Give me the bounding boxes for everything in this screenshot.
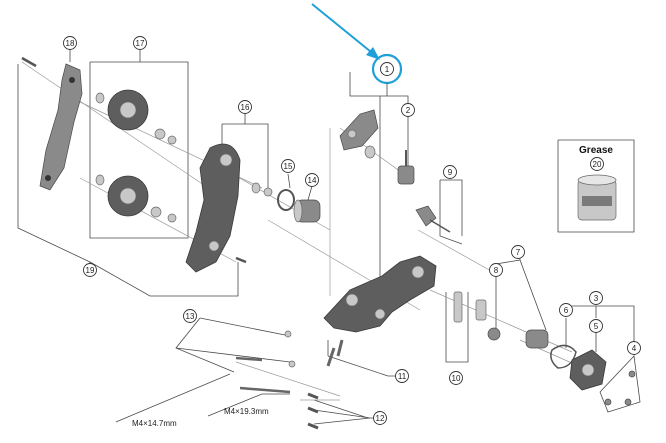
grease-title: Grease bbox=[579, 145, 613, 156]
svg-text:8: 8 bbox=[494, 266, 499, 275]
grease-can bbox=[577, 174, 617, 221]
svg-text:10: 10 bbox=[452, 374, 461, 383]
callout-1: 1 bbox=[380, 62, 394, 76]
part-4-screws bbox=[604, 370, 636, 406]
callout-20: 20 bbox=[590, 157, 604, 171]
part-11-pins bbox=[326, 339, 344, 367]
svg-text:5: 5 bbox=[594, 322, 599, 331]
callout-7: 7 bbox=[511, 245, 525, 259]
callout-9: 9 bbox=[443, 165, 457, 179]
callout-2: 2 bbox=[401, 103, 415, 117]
derailleur-body bbox=[323, 255, 437, 333]
svg-text:20: 20 bbox=[593, 160, 602, 169]
part-15-ring bbox=[277, 189, 295, 211]
callout-15: 15 bbox=[281, 159, 295, 173]
part-16-inner-plate bbox=[185, 143, 273, 273]
part-7-unit bbox=[525, 329, 549, 349]
part-5-cover bbox=[569, 349, 607, 391]
svg-text:4: 4 bbox=[632, 344, 637, 353]
callout-19: 19 bbox=[83, 263, 97, 277]
part-6-gasket bbox=[550, 344, 577, 369]
callout-11: 11 bbox=[395, 369, 409, 383]
svg-text:14: 14 bbox=[308, 176, 317, 185]
svg-text:15: 15 bbox=[284, 162, 293, 171]
svg-text:17: 17 bbox=[136, 39, 145, 48]
svg-text:7: 7 bbox=[516, 248, 521, 257]
svg-text:6: 6 bbox=[564, 306, 569, 315]
part-10-shaft bbox=[453, 291, 463, 323]
callout-17: 17 bbox=[133, 36, 147, 50]
callout-4: 4 bbox=[627, 341, 641, 355]
callout-6: 6 bbox=[559, 303, 573, 317]
part-2-bolt bbox=[397, 150, 415, 185]
callout-5: 5 bbox=[589, 319, 603, 333]
bolt-long-dimension: M4×19.3mm bbox=[224, 407, 269, 416]
callout-3: 3 bbox=[589, 291, 603, 305]
part-17-pulleys bbox=[95, 89, 177, 223]
part-18-outer-plate bbox=[21, 56, 83, 191]
svg-text:1: 1 bbox=[385, 65, 390, 74]
part-8-spring bbox=[475, 299, 501, 341]
bolt-short-dimension: M4×14.7mm bbox=[132, 419, 177, 428]
part-9-cable-fixing bbox=[415, 205, 451, 233]
part-1-link bbox=[339, 109, 379, 159]
part-13-bolts bbox=[235, 330, 296, 394]
svg-text:16: 16 bbox=[241, 103, 250, 112]
callout-12: 12 bbox=[373, 411, 387, 425]
svg-text:3: 3 bbox=[594, 294, 599, 303]
highlight-arrow bbox=[311, 3, 380, 60]
svg-text:2: 2 bbox=[406, 106, 411, 115]
callout-10: 10 bbox=[449, 371, 463, 385]
callout-16: 16 bbox=[238, 100, 252, 114]
svg-text:11: 11 bbox=[398, 372, 407, 381]
svg-text:19: 19 bbox=[86, 266, 95, 275]
svg-text:9: 9 bbox=[448, 168, 453, 177]
callout-18: 18 bbox=[63, 36, 77, 50]
svg-text:13: 13 bbox=[186, 312, 195, 321]
alignment-lines bbox=[21, 61, 593, 401]
part-12-screws bbox=[307, 392, 319, 430]
svg-text:12: 12 bbox=[376, 414, 385, 423]
svg-text:18: 18 bbox=[66, 39, 75, 48]
callout-8: 8 bbox=[489, 263, 503, 277]
part-14-cylinder bbox=[293, 199, 321, 223]
leader-lines bbox=[17, 50, 641, 425]
callout-13: 13 bbox=[183, 309, 197, 323]
callout-14: 14 bbox=[305, 173, 319, 187]
